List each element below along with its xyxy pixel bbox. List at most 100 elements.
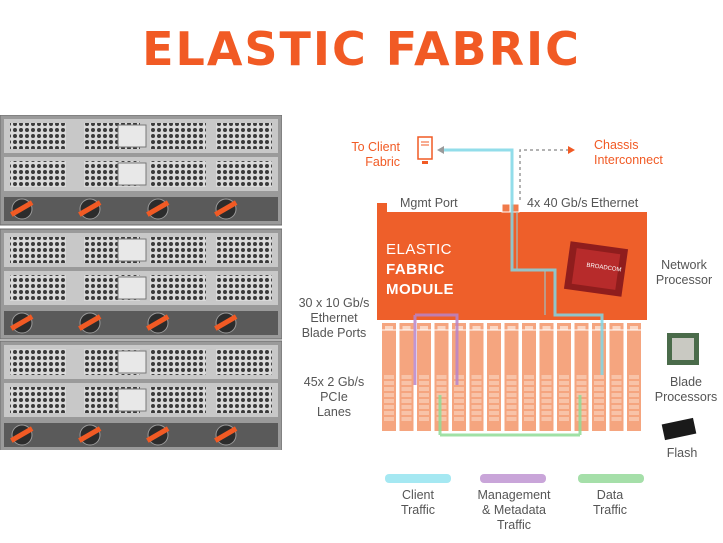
blade-slot: [524, 375, 534, 379]
blade-slot: [559, 399, 569, 403]
blade-slot: [611, 405, 622, 409]
blade-port: [595, 326, 603, 330]
chip-marking: BROADCOM: [586, 263, 622, 274]
vent-grille: [216, 237, 272, 263]
vent-grille: [10, 237, 66, 263]
vent-grille: [150, 237, 206, 263]
blade-slot: [489, 393, 499, 397]
blade-slot: [384, 417, 394, 421]
chassis-illustration: [0, 115, 282, 450]
module-title: ELASTIC FABRIC MODULE: [386, 241, 454, 298]
blade-slot: [559, 405, 569, 409]
blade-port: [385, 326, 393, 330]
blade-slot: [401, 417, 412, 421]
blade-slot: [419, 411, 429, 415]
fabric-diagram: BROADCOM: [377, 136, 699, 441]
vent-grille: [10, 387, 66, 413]
vent-grille: [150, 161, 206, 187]
io-ports: [117, 350, 147, 374]
blade-slot: [384, 387, 394, 391]
blade-slot: [401, 375, 412, 379]
blade-slot: [454, 399, 464, 403]
vent-grille: [150, 275, 206, 301]
blade-slot: [436, 381, 447, 385]
power-supply-row: [4, 197, 278, 221]
blade-slot: [611, 417, 622, 421]
blade-slot: [594, 387, 604, 391]
blade-slot: [401, 399, 412, 403]
blade-slot: [559, 417, 569, 421]
psu-handle: [78, 200, 102, 217]
blade-slot: [401, 387, 412, 391]
blade-slot: [559, 375, 569, 379]
blade-slot: [594, 393, 604, 397]
psu-handle: [146, 200, 170, 217]
flash-chip-icon: [661, 417, 697, 441]
flash-label: Flash: [666, 446, 698, 460]
blade-slot: [524, 411, 534, 415]
blade-slot: [541, 381, 552, 385]
blade-slot: [611, 411, 622, 415]
client-arrow: [437, 146, 444, 154]
psu-handle: [146, 314, 170, 331]
blade-slot: [541, 405, 552, 409]
blade-slot: [629, 417, 639, 421]
blade-slot: [506, 411, 517, 415]
client-computer-icon: [417, 136, 433, 164]
blade-slot: [506, 375, 517, 379]
blade-slot: [611, 375, 622, 379]
psu-handle: [10, 426, 34, 443]
blade-port: [612, 326, 621, 330]
blade-port: [560, 326, 568, 330]
ethernet-uplink-label: 4x 40 Gb/s Ethernet: [527, 196, 639, 210]
blade-slot: [506, 417, 517, 421]
blade-slot: [454, 375, 464, 379]
blade-slot: [594, 405, 604, 409]
blade-processor-chip-icon: [667, 333, 699, 365]
blade-slot: [419, 399, 429, 403]
blade-slot: [611, 393, 622, 397]
blade-slot: [471, 387, 482, 391]
blade-slot: [489, 381, 499, 385]
blade-port: [542, 326, 551, 330]
blade-slot: [489, 417, 499, 421]
blade-slot: [454, 393, 464, 397]
blade-slot: [594, 399, 604, 403]
page-title: ELASTIC FABRIC: [142, 22, 581, 76]
blade-slot: [454, 381, 464, 385]
blade-slot: [384, 405, 394, 409]
io-ports: [117, 388, 147, 412]
vent-grille: [216, 275, 272, 301]
blade-slot: [559, 387, 569, 391]
psu-handle: [10, 200, 34, 217]
blade-port: [455, 326, 463, 330]
blade-slot: [506, 393, 517, 397]
blade-slot: [471, 411, 482, 415]
blade-slot: [541, 411, 552, 415]
blade-slot: [506, 399, 517, 403]
blade-slot: [594, 375, 604, 379]
vent-grille: [216, 349, 272, 375]
blade-slot: [559, 393, 569, 397]
blade-slot: [489, 387, 499, 391]
module-internal-line: [516, 212, 546, 315]
blade-slot: [629, 393, 639, 397]
blade-slot: [629, 399, 639, 403]
psu-handle: [78, 426, 102, 443]
psu-handle: [214, 200, 238, 217]
blade-slot: [401, 381, 412, 385]
blade-slot: [419, 375, 429, 379]
blade-slot: [594, 417, 604, 421]
blade-slot: [471, 399, 482, 403]
blade-slot: [594, 411, 604, 415]
vent-grille: [216, 123, 272, 149]
blade-slot: [629, 375, 639, 379]
blade-slot: [629, 405, 639, 409]
blade-slot: [471, 405, 482, 409]
